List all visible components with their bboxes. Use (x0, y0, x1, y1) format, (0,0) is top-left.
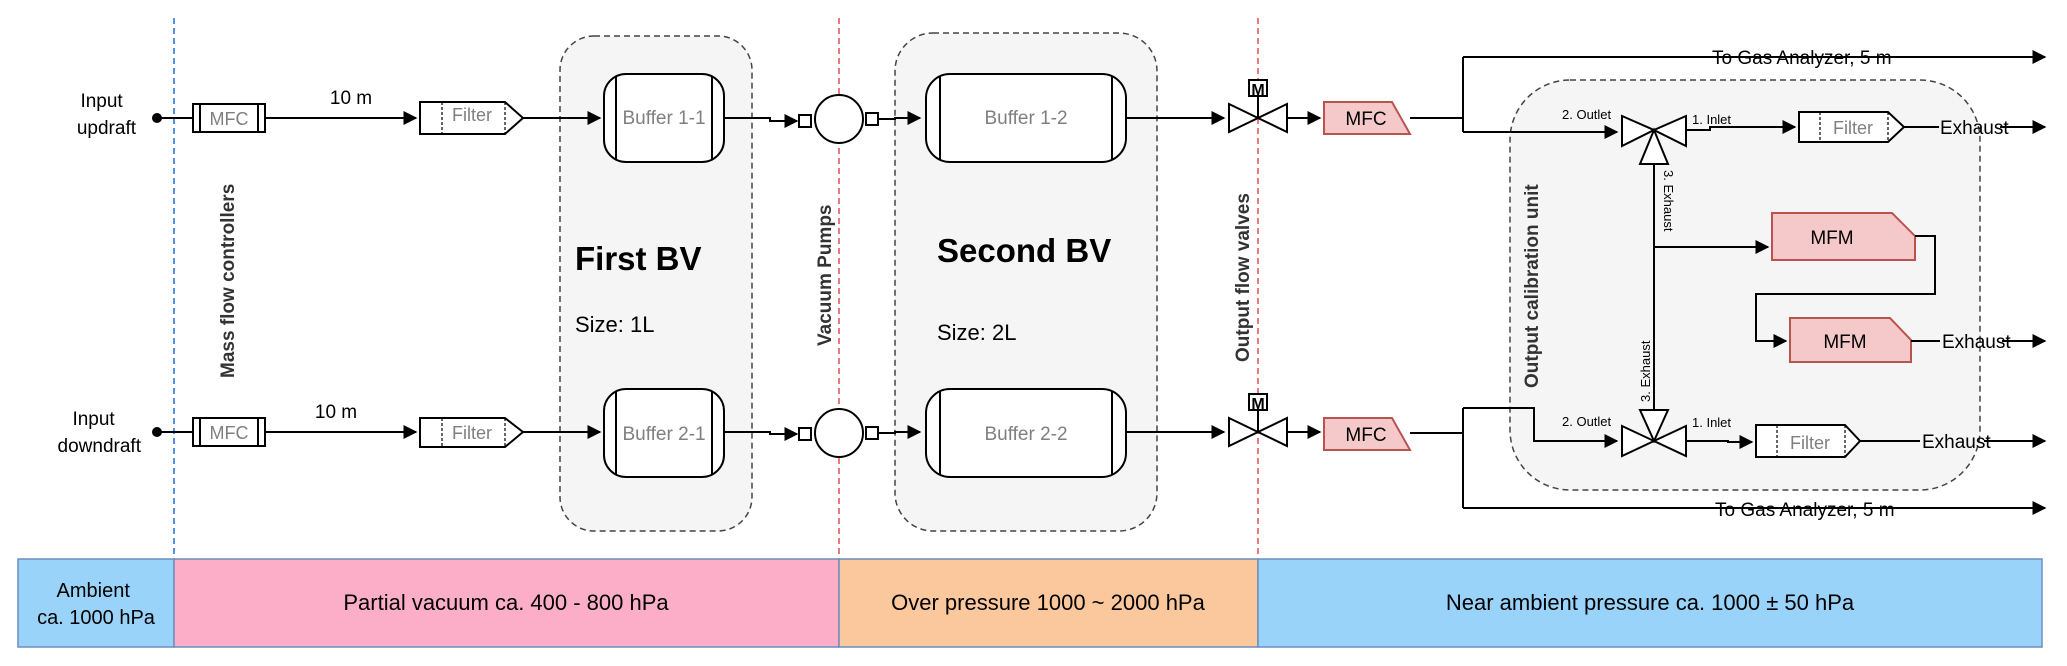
label-output-flow-valves: Output flow valves (1233, 193, 1254, 362)
label-mass-flow-controllers: Mass flow controllers (218, 184, 239, 378)
port-inlet-top: 1. Inlet (1692, 112, 1731, 127)
port-outlet-bottom: 2. Outlet (1562, 414, 1612, 429)
zone-over-pressure-label: Over pressure 1000 ~ 2000 hPa (891, 590, 1205, 615)
pressure-zone-bar: Ambient ca. 1000 hPa Partial vacuum ca. … (17, 558, 2043, 648)
mfc-top: MFC (192, 103, 266, 133)
output-valve-bottom: M (1228, 393, 1288, 448)
to-gas-analyzer-bottom: To Gas Analyzer, 5 m (1715, 500, 1895, 521)
mfc-top-output: MFC (1323, 101, 1412, 135)
mfc-bottom: MFC (192, 417, 266, 447)
filter-top: Filter (419, 101, 525, 135)
first-bv-title: First BV (575, 240, 702, 277)
svg-text:Filter: Filter (452, 423, 492, 443)
filter-cal-top: Filter (1798, 111, 1906, 143)
filter-cal-bottom: Filter (1755, 424, 1862, 458)
svg-text:Buffer 2-2: Buffer 2-2 (984, 424, 1067, 445)
mfm-bottom: MFM (1789, 317, 1912, 363)
to-gas-analyzer-top: To Gas Analyzer, 5 m (1712, 48, 1892, 69)
second-bv-size: Size: 2L (937, 320, 1017, 345)
zone-over-pressure (838, 558, 1259, 648)
zone-partial-vacuum (173, 558, 840, 648)
length-top: 10 m (330, 88, 372, 109)
port-exhaust-top: 3. Exhaust (1661, 170, 1676, 232)
length-bottom: 10 m (315, 402, 357, 423)
three-way-valve-bottom (1621, 409, 1687, 458)
exhaust-mfm: Exhaust (1942, 332, 2011, 353)
buffer-2-1: Buffer 2-1 (603, 388, 725, 478)
svg-text:MFC: MFC (210, 423, 249, 443)
buffer-1-1: Buffer 1-1 (603, 73, 725, 163)
zone-near-ambient (1257, 558, 2043, 648)
svg-text:MFC: MFC (1345, 425, 1386, 446)
filter-bottom: Filter (419, 417, 525, 448)
zone-partial-vacuum-label: Partial vacuum ca. 400 - 800 hPa (343, 590, 669, 615)
label-output-calibration-unit: Output calibration unit (1522, 184, 1543, 388)
svg-text:Filter: Filter (1790, 433, 1830, 453)
svg-text:Buffer 1-1: Buffer 1-1 (622, 108, 705, 129)
svg-text:Filter: Filter (452, 105, 492, 125)
vacuum-pump-top (798, 94, 879, 144)
buffer-2-2: Buffer 2-2 (925, 388, 1127, 478)
mfc-bottom-output: MFC (1323, 417, 1412, 451)
svg-text:M: M (1251, 82, 1264, 99)
svg-text:Buffer 2-1: Buffer 2-1 (622, 424, 705, 445)
svg-text:Buffer 1-2: Buffer 1-2 (984, 108, 1067, 129)
port-exhaust-bottom: 3. Exhaust (1638, 340, 1653, 402)
svg-text:MFC: MFC (210, 109, 249, 129)
port-outlet-top: 2. Outlet (1562, 107, 1612, 122)
svg-text:MFM: MFM (1810, 228, 1853, 249)
zone-near-ambient-label: Near ambient pressure ca. 1000 ± 50 hPa (1446, 590, 1855, 615)
exhaust-top: Exhaust (1940, 118, 2009, 139)
zone-ambient (17, 558, 175, 648)
input-downdraft-label: Input downdraft (58, 409, 142, 457)
input-updraft-label: Input updraft (77, 91, 137, 139)
svg-text:M: M (1251, 396, 1264, 413)
output-calibration-group (1509, 79, 1981, 491)
output-valve-top: M (1228, 79, 1288, 134)
label-vacuum-pumps: Vacuum Pumps (815, 205, 836, 347)
first-bv-size: Size: 1L (575, 312, 655, 337)
svg-text:Filter: Filter (1833, 118, 1873, 138)
second-bv-title: Second BV (937, 232, 1111, 269)
buffer-1-2: Buffer 1-2 (925, 73, 1127, 163)
exhaust-bottom: Exhaust (1922, 432, 1991, 453)
svg-text:MFM: MFM (1823, 332, 1866, 353)
three-way-valve-top (1621, 114, 1687, 165)
mfm-top: MFM (1771, 212, 1916, 261)
vacuum-pump-bottom (798, 408, 879, 458)
svg-text:MFC: MFC (1345, 109, 1386, 130)
port-inlet-bottom: 1. Inlet (1692, 415, 1731, 430)
zone-ambient-label: Ambient ca. 1000 hPa (37, 580, 156, 629)
